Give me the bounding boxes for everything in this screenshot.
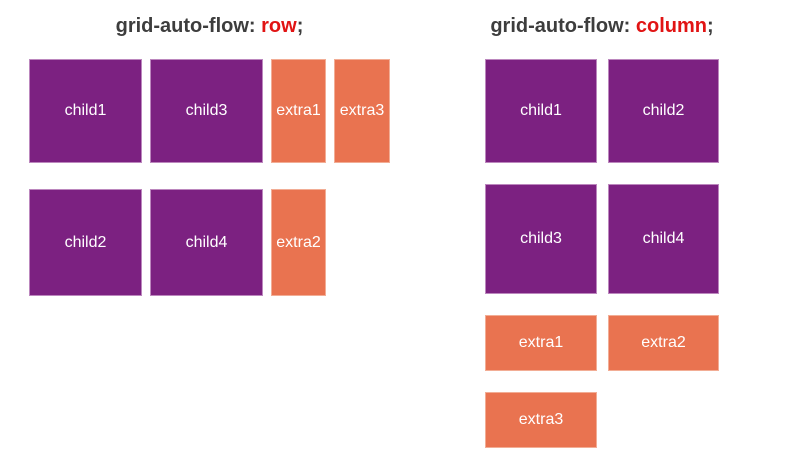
- row-flow-box-extra3: extra3: [334, 59, 390, 163]
- row-flow-title: grid-auto-flow: row;: [29, 15, 390, 38]
- column-flow-box-extra2: extra2: [608, 315, 719, 371]
- column-flow-box-extra1: extra1: [485, 315, 597, 371]
- row-flow-box-child4: child4: [150, 189, 263, 296]
- row-flow-box-extra2: extra2: [271, 189, 326, 296]
- column-flow-title: grid-auto-flow: column;: [485, 15, 719, 38]
- column-flow-grid: child1 child2 child3 child4 extra1 extra…: [485, 59, 719, 448]
- row-flow-title-keyword: row: [261, 15, 297, 37]
- column-flow-box-child1: child1: [485, 59, 597, 163]
- row-flow-box-child2: child2: [29, 189, 142, 296]
- row-flow-title-prefix: grid-auto-flow:: [115, 15, 262, 37]
- column-flow-box-child2: child2: [608, 59, 719, 163]
- column-flow-box-child3: child3: [485, 184, 597, 294]
- row-flow-title-suffix: ;: [296, 15, 304, 37]
- row-flow-grid: child1 child3 extra1 extra3 child2 child…: [29, 59, 390, 296]
- column-flow-title-suffix: ;: [706, 15, 714, 37]
- row-flow-box-extra1: extra1: [271, 59, 326, 163]
- row-flow-box-child1: child1: [29, 59, 142, 163]
- row-flow-box-child3: child3: [150, 59, 263, 163]
- column-flow-box-extra3: extra3: [485, 392, 597, 448]
- column-flow-title-keyword: column: [635, 15, 707, 37]
- column-flow-box-child4: child4: [608, 184, 719, 294]
- column-flow-title-prefix: grid-auto-flow:: [490, 15, 636, 37]
